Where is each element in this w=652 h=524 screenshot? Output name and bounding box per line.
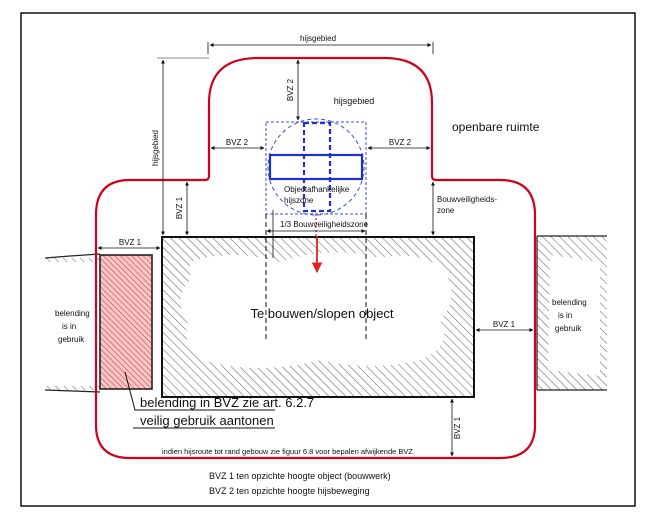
label-bvz2-right: BVZ 2 bbox=[389, 138, 412, 147]
label-bvz-zone-2: zone bbox=[437, 206, 455, 215]
label-hijsroute-note: indien hijsroute tot rand gebouw zie fig… bbox=[162, 447, 413, 456]
bvz-boundary bbox=[94, 56, 537, 460]
label-bvz1-vertical-top: BVZ 1 bbox=[175, 196, 184, 219]
street-left bbox=[44, 253, 101, 393]
label-openbare-ruimte: openbare ruimte bbox=[452, 120, 540, 134]
dim-hijsgebied-side bbox=[157, 57, 209, 236]
label-hijsgebied-top: hijsgebied bbox=[300, 34, 336, 43]
label-bvz-zone-1: Bouwveiligheids- bbox=[437, 195, 497, 204]
label-bvz2-left: BVZ 2 bbox=[226, 138, 249, 147]
label-belending-bvz-2: veilig gebruik aantonen bbox=[140, 413, 274, 428]
label-bvz2-vertical: BVZ 2 bbox=[286, 78, 295, 101]
label-bvz1-right: BVZ 1 bbox=[493, 320, 516, 329]
label-belending-right-2: is in bbox=[558, 311, 572, 320]
belending-leader bbox=[124, 371, 275, 411]
label-belending-left-3: gebruik bbox=[58, 335, 85, 344]
label-object-zone-2: hijszone bbox=[284, 196, 314, 205]
object-building bbox=[161, 236, 475, 398]
label-belending-left-1: belending bbox=[55, 309, 90, 318]
label-belending-bvz-1: belending in BVZ zie art. 6.2.7 bbox=[140, 395, 314, 410]
label-one-third: 1/3 Bouwveiligheidszone bbox=[280, 220, 369, 229]
street-right bbox=[536, 235, 607, 391]
label-object-zone-1: Objectafhankelijke bbox=[284, 185, 350, 194]
label-bvz1-bottom: BVZ 1 bbox=[453, 416, 462, 439]
label-hijsgebied-side: hijsgebied bbox=[151, 130, 160, 166]
label-object: Te bouwen/slopen object bbox=[250, 306, 393, 321]
label-bvz1-left: BVZ 1 bbox=[119, 238, 142, 247]
legend-bvz1: BVZ 1 ten opzichte hoogte object (bouwwe… bbox=[209, 471, 391, 481]
frame bbox=[20, 12, 636, 507]
label-belending-left-2: is in bbox=[62, 322, 76, 331]
belending-left-building bbox=[99, 254, 153, 390]
label-belending-right-1: belending bbox=[552, 298, 587, 307]
legend-bvz2: BVZ 2 ten opzichte hoogte hijsbeweging bbox=[209, 486, 370, 496]
label-belending-right-3: gebruik bbox=[555, 324, 582, 333]
one-third-zone-lines bbox=[265, 210, 367, 340]
crane-zone bbox=[265, 118, 367, 216]
label-hijsgebied-area: hijsgebied bbox=[334, 96, 375, 106]
dim-hijsgebied-top bbox=[207, 42, 434, 54]
